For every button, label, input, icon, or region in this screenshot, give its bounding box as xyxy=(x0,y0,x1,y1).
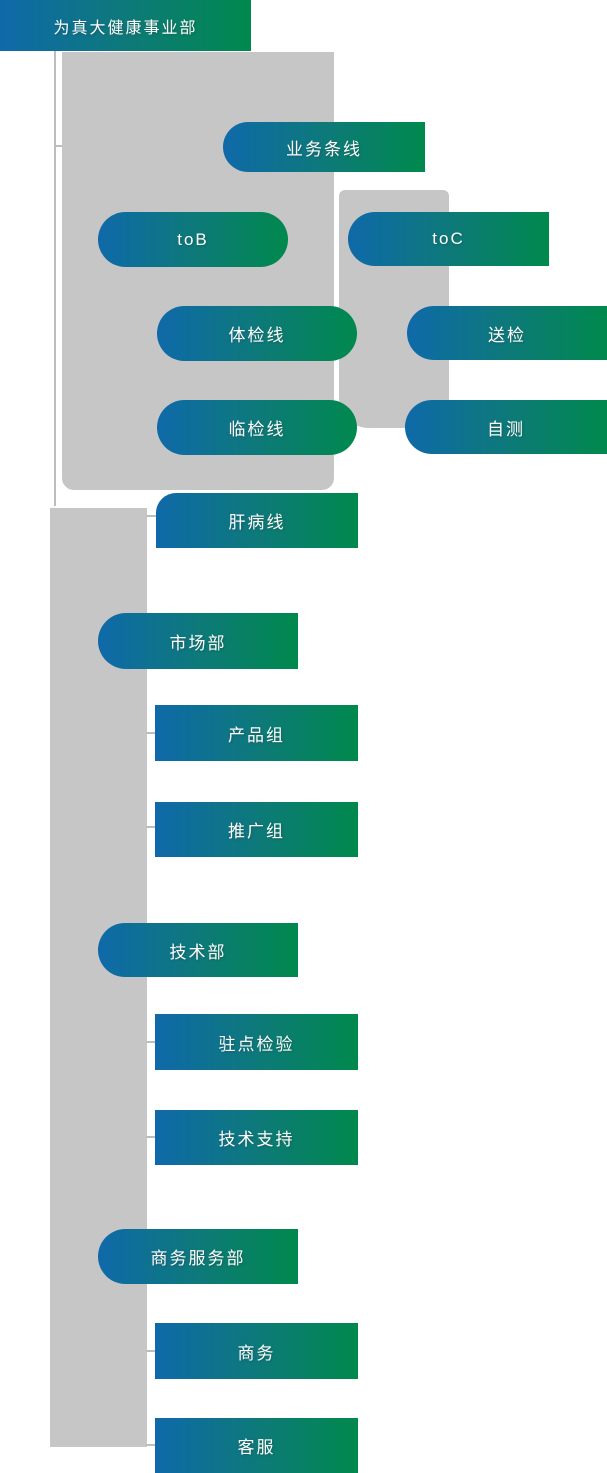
tick-promotion-group xyxy=(146,826,155,828)
tick-customer-service xyxy=(146,1444,155,1446)
node-toc: toC xyxy=(348,212,549,266)
node-root-department: 为真大健康事业部 xyxy=(0,0,251,51)
node-promotion-group: 推广组 xyxy=(155,802,358,857)
tick-onsite-testing xyxy=(146,1041,155,1043)
tick-business-line xyxy=(54,145,62,147)
node-customer-service: 客服 xyxy=(155,1418,358,1473)
connector-root-stem-line xyxy=(54,51,56,506)
node-onsite-testing: 驻点检验 xyxy=(155,1014,358,1070)
node-marketing-dept: 市场部 xyxy=(98,613,298,669)
node-liver-disease-line: 肝病线 xyxy=(156,493,358,548)
node-product-group: 产品组 xyxy=(155,705,358,761)
tick-liver-disease-line xyxy=(146,515,156,517)
tick-tech-support xyxy=(146,1136,155,1138)
node-self-test: 自测 xyxy=(405,400,607,454)
node-tob: toB xyxy=(98,212,288,267)
node-business-line: 业务条线 xyxy=(223,122,425,172)
node-clinical-test-line: 临检线 xyxy=(157,400,357,455)
node-physical-exam-line: 体检线 xyxy=(157,306,357,361)
tick-business-group xyxy=(146,1350,155,1352)
tick-product-group xyxy=(146,732,155,734)
node-technology-dept: 技术部 xyxy=(98,923,298,977)
node-business-group: 商务 xyxy=(155,1323,358,1379)
node-business-service-dept: 商务服务部 xyxy=(98,1229,298,1284)
node-tech-support: 技术支持 xyxy=(155,1110,358,1165)
node-sample-submission: 送检 xyxy=(407,306,607,360)
